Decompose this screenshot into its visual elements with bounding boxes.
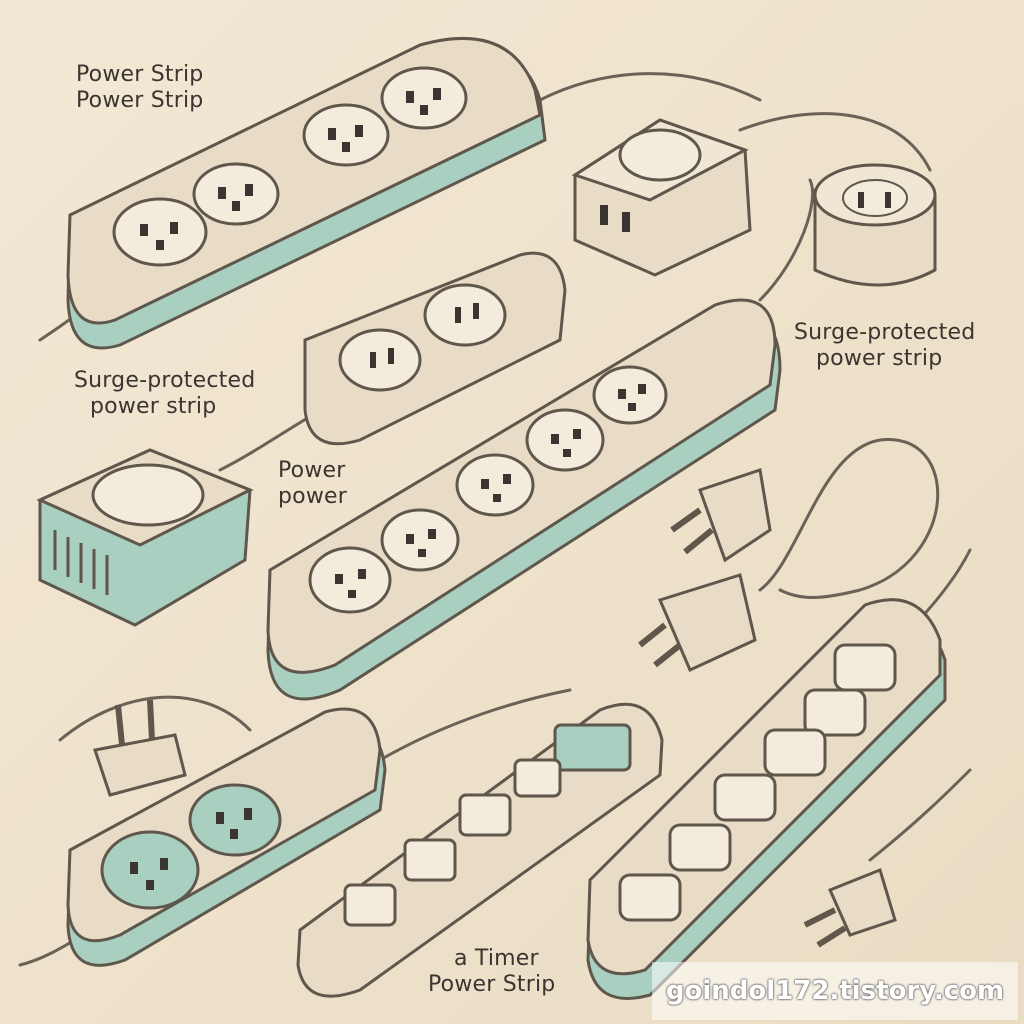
- label-line: power strip: [816, 346, 943, 371]
- label-line: a Timer: [454, 946, 539, 971]
- label-line: Surge-protected: [74, 368, 256, 393]
- strip-top-left: [66, 37, 547, 350]
- label-surge-protected-left: Surge-protected power strip: [74, 368, 255, 420]
- label-line: Power Strip: [76, 62, 204, 87]
- surge-cube-left: [36, 448, 254, 627]
- label-line: Surge-protected: [794, 320, 976, 345]
- watermark-text: goindol172.tistory.com: [665, 976, 1005, 1006]
- label-line: Power Strip: [428, 972, 556, 997]
- plug-bottom-right: [803, 867, 897, 948]
- strip-two-outlet: [303, 251, 567, 446]
- strip-right-vertical: [586, 598, 947, 1000]
- label-power-strip-top-left: Power Strip Power Strip: [76, 62, 203, 114]
- plug-adapter-top: [571, 118, 752, 277]
- plug-right-upper: [670, 468, 772, 563]
- label-line: power strip: [90, 394, 217, 419]
- strip-center-long: [266, 298, 782, 701]
- plug-right-middle: [638, 573, 757, 673]
- label-surge-protected-right: Surge-protected power strip: [794, 320, 975, 372]
- label-timer-power-strip: a Timer Power Strip: [428, 946, 555, 998]
- socket-cube-right: [813, 163, 937, 287]
- label-line: Power: [278, 458, 346, 483]
- label-power-center: Power power: [278, 458, 347, 510]
- watermark: goindol172.tistory.com: [652, 962, 1018, 1020]
- plug-bottom-left: [93, 699, 187, 797]
- label-line: Power Strip: [76, 88, 204, 113]
- timer-strip: [296, 702, 664, 998]
- strip-bottom-left: [66, 707, 387, 967]
- timer-display-icon: [553, 723, 632, 772]
- label-line: power: [278, 484, 347, 509]
